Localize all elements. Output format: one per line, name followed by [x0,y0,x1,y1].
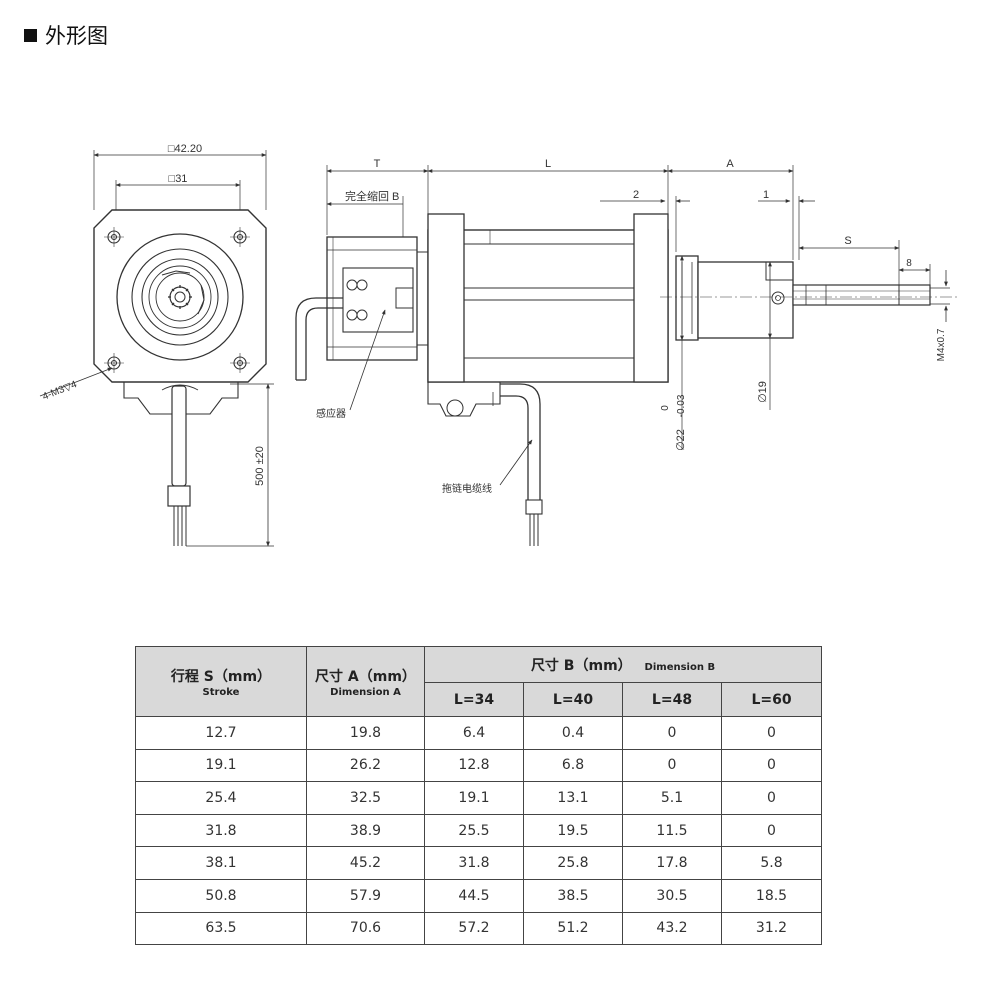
outline-drawing: □42.20 □31 [39,143,958,547]
table-cell: 30.5 [622,878,722,913]
table-cell: 19.5 [523,813,623,848]
dim-1-label: 1 [763,189,769,201]
table-cell: 31.8 [135,813,307,848]
table-cell: 32.5 [306,781,425,815]
dim-2-label: 2 [633,189,639,201]
table-cell: 11.5 [622,813,722,848]
stroke-header-en: Stroke [202,686,240,698]
dim-l-label: L [545,158,551,170]
section-title: 外形图 [45,24,108,48]
dimension-b-header-label: 尺寸 B（mm） [530,657,632,674]
hole-note-label: 4-M3▽4 [41,379,79,403]
dim-8-label: 8 [906,258,912,269]
dim-t-label: T [374,158,381,170]
table-cell: 38.1 [135,846,307,880]
dia-22-label: ∅22 [675,429,687,451]
table-cell: 0 [720,813,823,848]
table-cell: 6.8 [523,748,623,783]
table-cell: 44.5 [424,878,524,913]
dim-s-label: S [844,235,851,247]
table-cell: 0.4 [523,716,623,750]
table-cell: 17.8 [622,846,722,880]
table-cell: 31.8 [424,846,524,880]
thread-label: M4x0.7 [936,328,947,361]
table-cell: 5.8 [720,846,823,880]
dim-a-label: A [726,158,734,170]
inner-dimension-label: □31 [169,173,188,185]
drag-cable-label: 拖链电缆线 [442,482,492,495]
dia-19-label: ∅19 [757,381,769,403]
retract-b-label: 完全缩回 B [345,189,399,203]
table-cell: 57.9 [306,878,425,913]
tolerance-lower: -0.03 [676,394,687,417]
table-cell: 25.4 [135,781,307,815]
length-col-header: L=60 [720,682,823,717]
dimension-table: 行程 S（mm） Stroke 尺寸 A（mm） Dimension A 尺寸 … [135,646,823,946]
table-cell: 26.2 [306,748,425,783]
table-cell: 63.5 [135,911,307,946]
table-cell: 12.7 [135,716,307,750]
table-cell: 43.2 [622,911,722,946]
table-cell: 18.5 [720,878,823,913]
table-cell: 0 [720,781,823,815]
square-bullet-icon [24,28,37,42]
tolerance-upper: 0 [660,405,671,411]
section-heading: 外形图 [24,20,108,50]
table-cell: 5.1 [622,781,722,815]
table-cell: 25.5 [424,813,524,848]
table-cell: 45.2 [306,846,425,880]
table-cell: 0 [622,716,722,750]
dimension-b-header: 尺寸 B（mm） Dimension B [423,646,823,683]
stroke-header-label: 行程 S（mm） [170,668,272,685]
table-cell: 25.8 [523,846,623,880]
table-cell: 38.5 [523,878,623,913]
table-cell: 0 [622,748,722,783]
length-col-header: L=34 [424,682,524,717]
table-cell: 57.2 [424,911,524,946]
side-view: T L A 完全缩回 B 2 1 S 8 M4x0.7 [295,158,958,546]
table-cell: 0 [720,716,823,750]
table-cell: 31.2 [720,911,823,946]
table-cell: 19.1 [424,781,524,815]
table-cell: 50.8 [135,878,307,913]
outer-dimension-label: □42.20 [168,143,202,155]
stroke-header: 行程 S（mm） Stroke [135,646,307,717]
dimension-a-header-label: 尺寸 A（mm） [315,668,416,685]
dimension-a-header: 尺寸 A（mm） Dimension A [306,646,425,717]
front-view: □42.20 □31 [39,143,274,547]
table-cell: 19.8 [306,716,425,750]
length-col-header: L=40 [523,682,623,717]
table-cell: 13.1 [523,781,623,815]
sensor-label: 感应器 [316,407,346,420]
length-col-header: L=48 [622,682,722,717]
dimension-b-header-en: Dimension B [644,661,716,673]
table-cell: 70.6 [306,911,425,946]
table-cell: 0 [720,748,823,783]
table-cell: 19.1 [135,748,307,783]
dimension-a-header-en: Dimension A [330,686,401,698]
table-cell: 51.2 [523,911,623,946]
table-cell: 12.8 [424,748,524,783]
table-cell: 38.9 [306,813,425,848]
cable-length-label: 500 ±20 [254,446,266,486]
table-cell: 6.4 [424,716,524,750]
